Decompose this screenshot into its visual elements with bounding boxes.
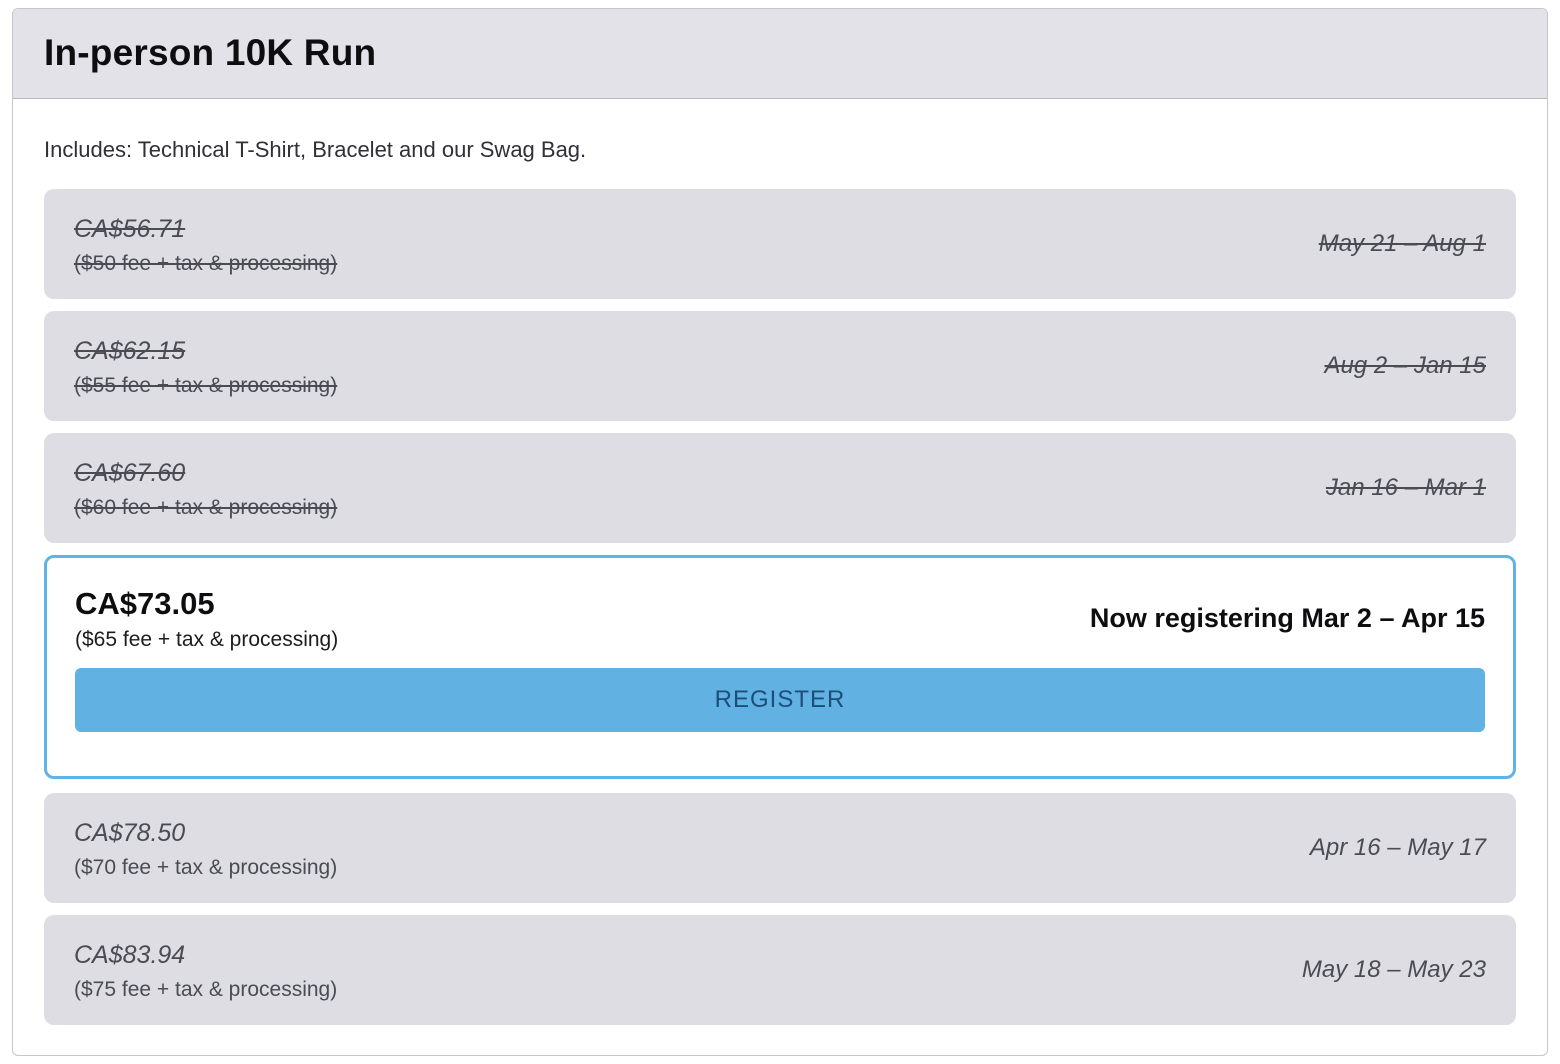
register-button[interactable]: REGISTER (75, 668, 1485, 733)
tier-price-block: CA$67.60 ($60 fee + tax & processing) (74, 453, 337, 522)
pricing-tier-row-future-1: CA$78.50 ($70 fee + tax & processing) Ap… (44, 793, 1516, 903)
tier-price: CA$78.50 (74, 819, 186, 848)
active-tier-info: CA$73.05 ($65 fee + tax & processing) No… (75, 583, 1485, 654)
card-body: Includes: Technical T-Shirt, Bracelet an… (13, 99, 1547, 1055)
pricing-tier-row-past-2: CA$62.15 ($55 fee + tax & processing) Au… (44, 311, 1516, 421)
tier-fee-detail: ($60 fee + tax & processing) (74, 496, 338, 520)
pricing-card: In-person 10K Run Includes: Technical T-… (12, 8, 1548, 1056)
tier-fee-detail: ($50 fee + tax & processing) (74, 252, 338, 276)
pricing-tier-row-past-3: CA$67.60 ($60 fee + tax & processing) Ja… (44, 433, 1516, 543)
pricing-tier-row-active: CA$73.05 ($65 fee + tax & processing) No… (44, 555, 1516, 779)
pricing-tier-row-past-1: CA$56.71 ($50 fee + tax & processing) Ma… (44, 189, 1516, 299)
tier-price-block: CA$78.50 ($70 fee + tax & processing) (74, 813, 337, 882)
tier-price-block: CA$62.15 ($55 fee + tax & processing) (74, 331, 337, 400)
tier-dates-now-registering: Now registering Mar 2 – Apr 15 (1089, 603, 1485, 634)
tier-price: CA$83.94 (74, 941, 186, 970)
tier-fee-detail: ($65 fee + tax & processing) (75, 627, 339, 651)
tier-price: CA$56.71 (74, 215, 186, 244)
tier-price: CA$67.60 (74, 459, 186, 488)
tier-price-block: CA$56.71 ($50 fee + tax & processing) (74, 209, 337, 278)
tier-price: CA$73.05 (75, 586, 215, 621)
tier-dates: May 18 – May 23 (1301, 956, 1486, 983)
tier-dates: Jan 16 – Mar 1 (1325, 474, 1486, 501)
tier-dates: Apr 16 – May 17 (1309, 834, 1486, 861)
tier-price-block: CA$73.05 ($65 fee + tax & processing) (75, 583, 338, 654)
tier-fee-detail: ($55 fee + tax & processing) (74, 374, 338, 398)
tier-fee-detail: ($75 fee + tax & processing) (74, 978, 338, 1002)
includes-description: Includes: Technical T-Shirt, Bracelet an… (44, 137, 587, 162)
tier-dates: May 21 – Aug 1 (1318, 230, 1486, 257)
tier-dates: Aug 2 – Jan 15 (1324, 352, 1486, 379)
pricing-tier-row-future-2: CA$83.94 ($75 fee + tax & processing) Ma… (44, 915, 1516, 1025)
tier-price: CA$62.15 (74, 337, 186, 366)
tier-fee-detail: ($70 fee + tax & processing) (74, 856, 338, 880)
card-header: In-person 10K Run (13, 9, 1547, 99)
tier-price-block: CA$83.94 ($75 fee + tax & processing) (74, 935, 337, 1004)
page-title: In-person 10K Run (44, 32, 377, 73)
